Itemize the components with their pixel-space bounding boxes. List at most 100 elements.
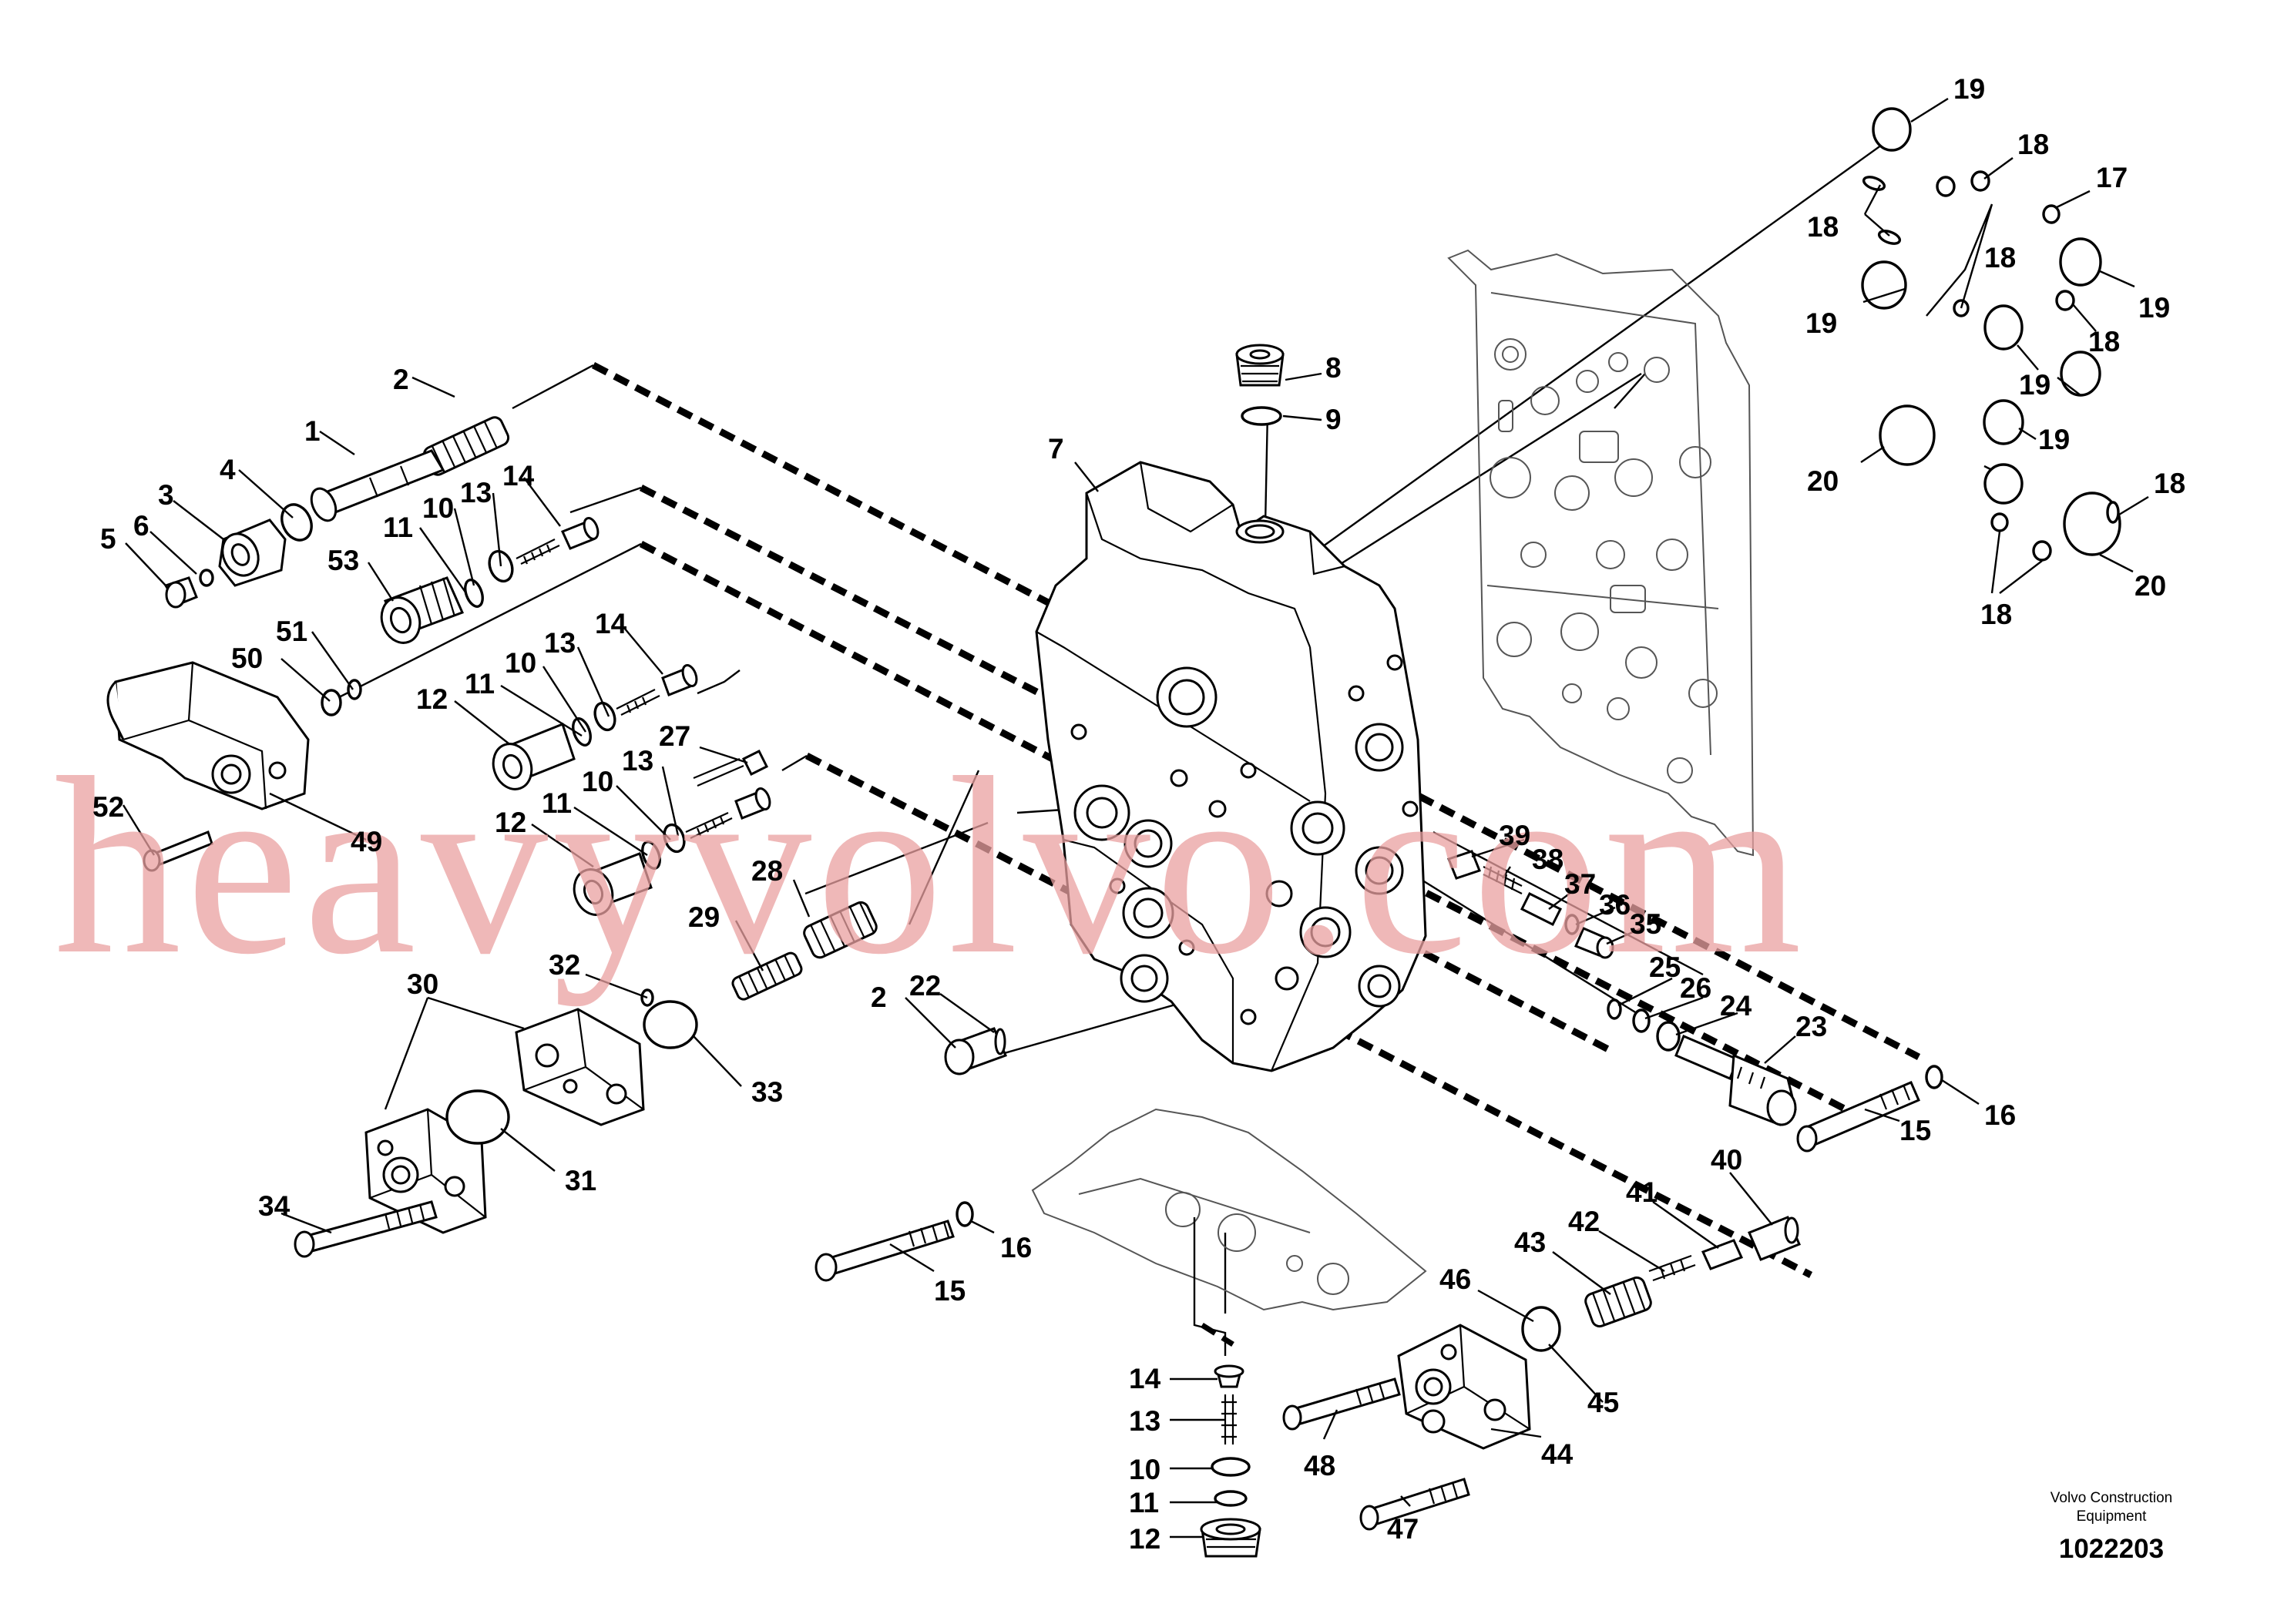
- plug-8-9: [1235, 344, 1285, 426]
- plug-assembly-12-upper: [492, 664, 698, 790]
- callout-label: 19: [2019, 369, 2050, 401]
- callout-label: 14: [595, 608, 627, 639]
- callout-label: 3: [158, 479, 174, 511]
- callout-label: 50: [231, 643, 263, 674]
- callout-label: 32: [549, 949, 580, 981]
- watermark-text: heavyvolvo.com: [54, 726, 1806, 1007]
- bolts-47-48: [1282, 1377, 1470, 1531]
- callout-label: 19: [1805, 307, 1837, 339]
- callout-label: 42: [1568, 1206, 1600, 1237]
- callout-label: 18: [1980, 599, 2012, 630]
- plug-assembly-12-lower: [573, 787, 771, 916]
- callout-label: 16: [1000, 1232, 1032, 1263]
- cover-block-44: [1397, 1324, 1531, 1450]
- callout-label: 26: [1680, 972, 1711, 1004]
- callout-label: 36: [1599, 889, 1631, 921]
- springs-28-29: [731, 901, 878, 1001]
- callout-label: 51: [276, 616, 307, 647]
- callout-label: 25: [1649, 951, 1681, 983]
- callout-label: 11: [465, 668, 495, 700]
- callout-label: 22: [909, 970, 941, 1002]
- callout-leaders: [122, 97, 2149, 1538]
- spool-assembly-upper-left: [163, 416, 510, 609]
- callout-label: 45: [1587, 1387, 1619, 1418]
- callout-label: 8: [1325, 352, 1342, 384]
- callout-label: 10: [505, 647, 536, 679]
- callout-label: 9: [1325, 404, 1342, 435]
- callout-label: 11: [542, 787, 572, 819]
- callout-label: 18: [2088, 326, 2120, 357]
- callout-label: 33: [751, 1076, 783, 1108]
- callout-label: 10: [422, 492, 454, 524]
- company-name-line1: Volvo Construction: [2050, 1490, 2172, 1506]
- company-name-line2: Equipment: [2077, 1508, 2148, 1525]
- callout-label: 5: [100, 523, 116, 555]
- callout-label: 20: [1807, 465, 1839, 497]
- callout-label: 49: [351, 826, 382, 857]
- callout-label: 35: [1630, 908, 1661, 940]
- actuator-block-49: [106, 661, 362, 872]
- callout-label: 13: [622, 745, 653, 777]
- seal-cluster-top-right: [1861, 107, 2121, 562]
- callout-label: 2: [393, 364, 409, 395]
- callout-label: 27: [659, 720, 690, 752]
- callout-label: 12: [416, 683, 448, 715]
- callout-label: 30: [407, 968, 438, 1000]
- bolt-15-lower: [814, 1201, 974, 1282]
- callout-label: 47: [1387, 1513, 1419, 1545]
- callout-label: 19: [2138, 292, 2170, 324]
- callout-label: 7: [1048, 433, 1064, 465]
- valve-body: [1035, 461, 1427, 1072]
- callout-label: 11: [1129, 1487, 1159, 1518]
- callout-label: 23: [1795, 1011, 1827, 1042]
- callout-label: 43: [1514, 1226, 1546, 1258]
- callout-label: 29: [688, 901, 720, 933]
- callout-label: 34: [258, 1190, 291, 1222]
- callout-label: 46: [1439, 1263, 1471, 1295]
- callout-label: 18: [2154, 468, 2185, 499]
- callout-label: 6: [133, 510, 149, 542]
- callout-label: 18: [1807, 211, 1839, 243]
- callout-label: 28: [751, 855, 783, 887]
- callout-label: 40: [1711, 1144, 1742, 1176]
- callout-label: 13: [544, 627, 576, 659]
- title-block: Volvo Construction Equipment 1022203: [2050, 1490, 2172, 1564]
- callout-labels: 19 18 17 18 18 19 19 18 19 19 20 18 20 1…: [92, 73, 2185, 1555]
- plug-stack-bottom: [1200, 1364, 1261, 1558]
- bolt-15-right: [1796, 1065, 1943, 1153]
- callout-label: 39: [1499, 820, 1530, 851]
- relief-valve-23: [1607, 998, 1797, 1126]
- callout-label: 15: [1899, 1115, 1931, 1146]
- gasket-plate-lower: [1031, 1108, 1427, 1356]
- spool-assembly-35-39: [1447, 850, 1614, 959]
- callout-label: 1: [304, 415, 321, 447]
- callout-label: 13: [460, 477, 492, 508]
- callout-label: 38: [1532, 844, 1563, 875]
- callout-label: 18: [2017, 129, 2049, 160]
- callout-label: 41: [1626, 1176, 1658, 1208]
- callout-label: 20: [2134, 570, 2166, 602]
- callout-label: 4: [220, 454, 236, 485]
- callout-label: 53: [327, 545, 359, 576]
- callout-label: 15: [934, 1275, 966, 1307]
- callout-label: 48: [1304, 1450, 1335, 1481]
- spring-spool-27: [693, 749, 769, 787]
- callout-label: 17: [2096, 162, 2128, 193]
- callout-label: 31: [565, 1165, 596, 1196]
- cover-blocks-30: [364, 988, 698, 1234]
- callout-label: 14: [1129, 1363, 1161, 1394]
- callout-label: 10: [1129, 1454, 1160, 1485]
- drawing-number: 1022203: [2059, 1534, 2164, 1564]
- plug-assembly-53: [380, 517, 600, 644]
- callout-label: 12: [495, 807, 526, 838]
- callout-label: 19: [1953, 73, 1985, 105]
- plug-22: [944, 1027, 1008, 1075]
- callout-label: 13: [1129, 1405, 1160, 1437]
- callout-label: 24: [1720, 990, 1752, 1022]
- callout-label: 19: [2038, 424, 2070, 455]
- callout-label: 18: [1984, 242, 2016, 273]
- spool-assembly-40-43: [1521, 1216, 1801, 1352]
- callout-label: 44: [1541, 1438, 1574, 1470]
